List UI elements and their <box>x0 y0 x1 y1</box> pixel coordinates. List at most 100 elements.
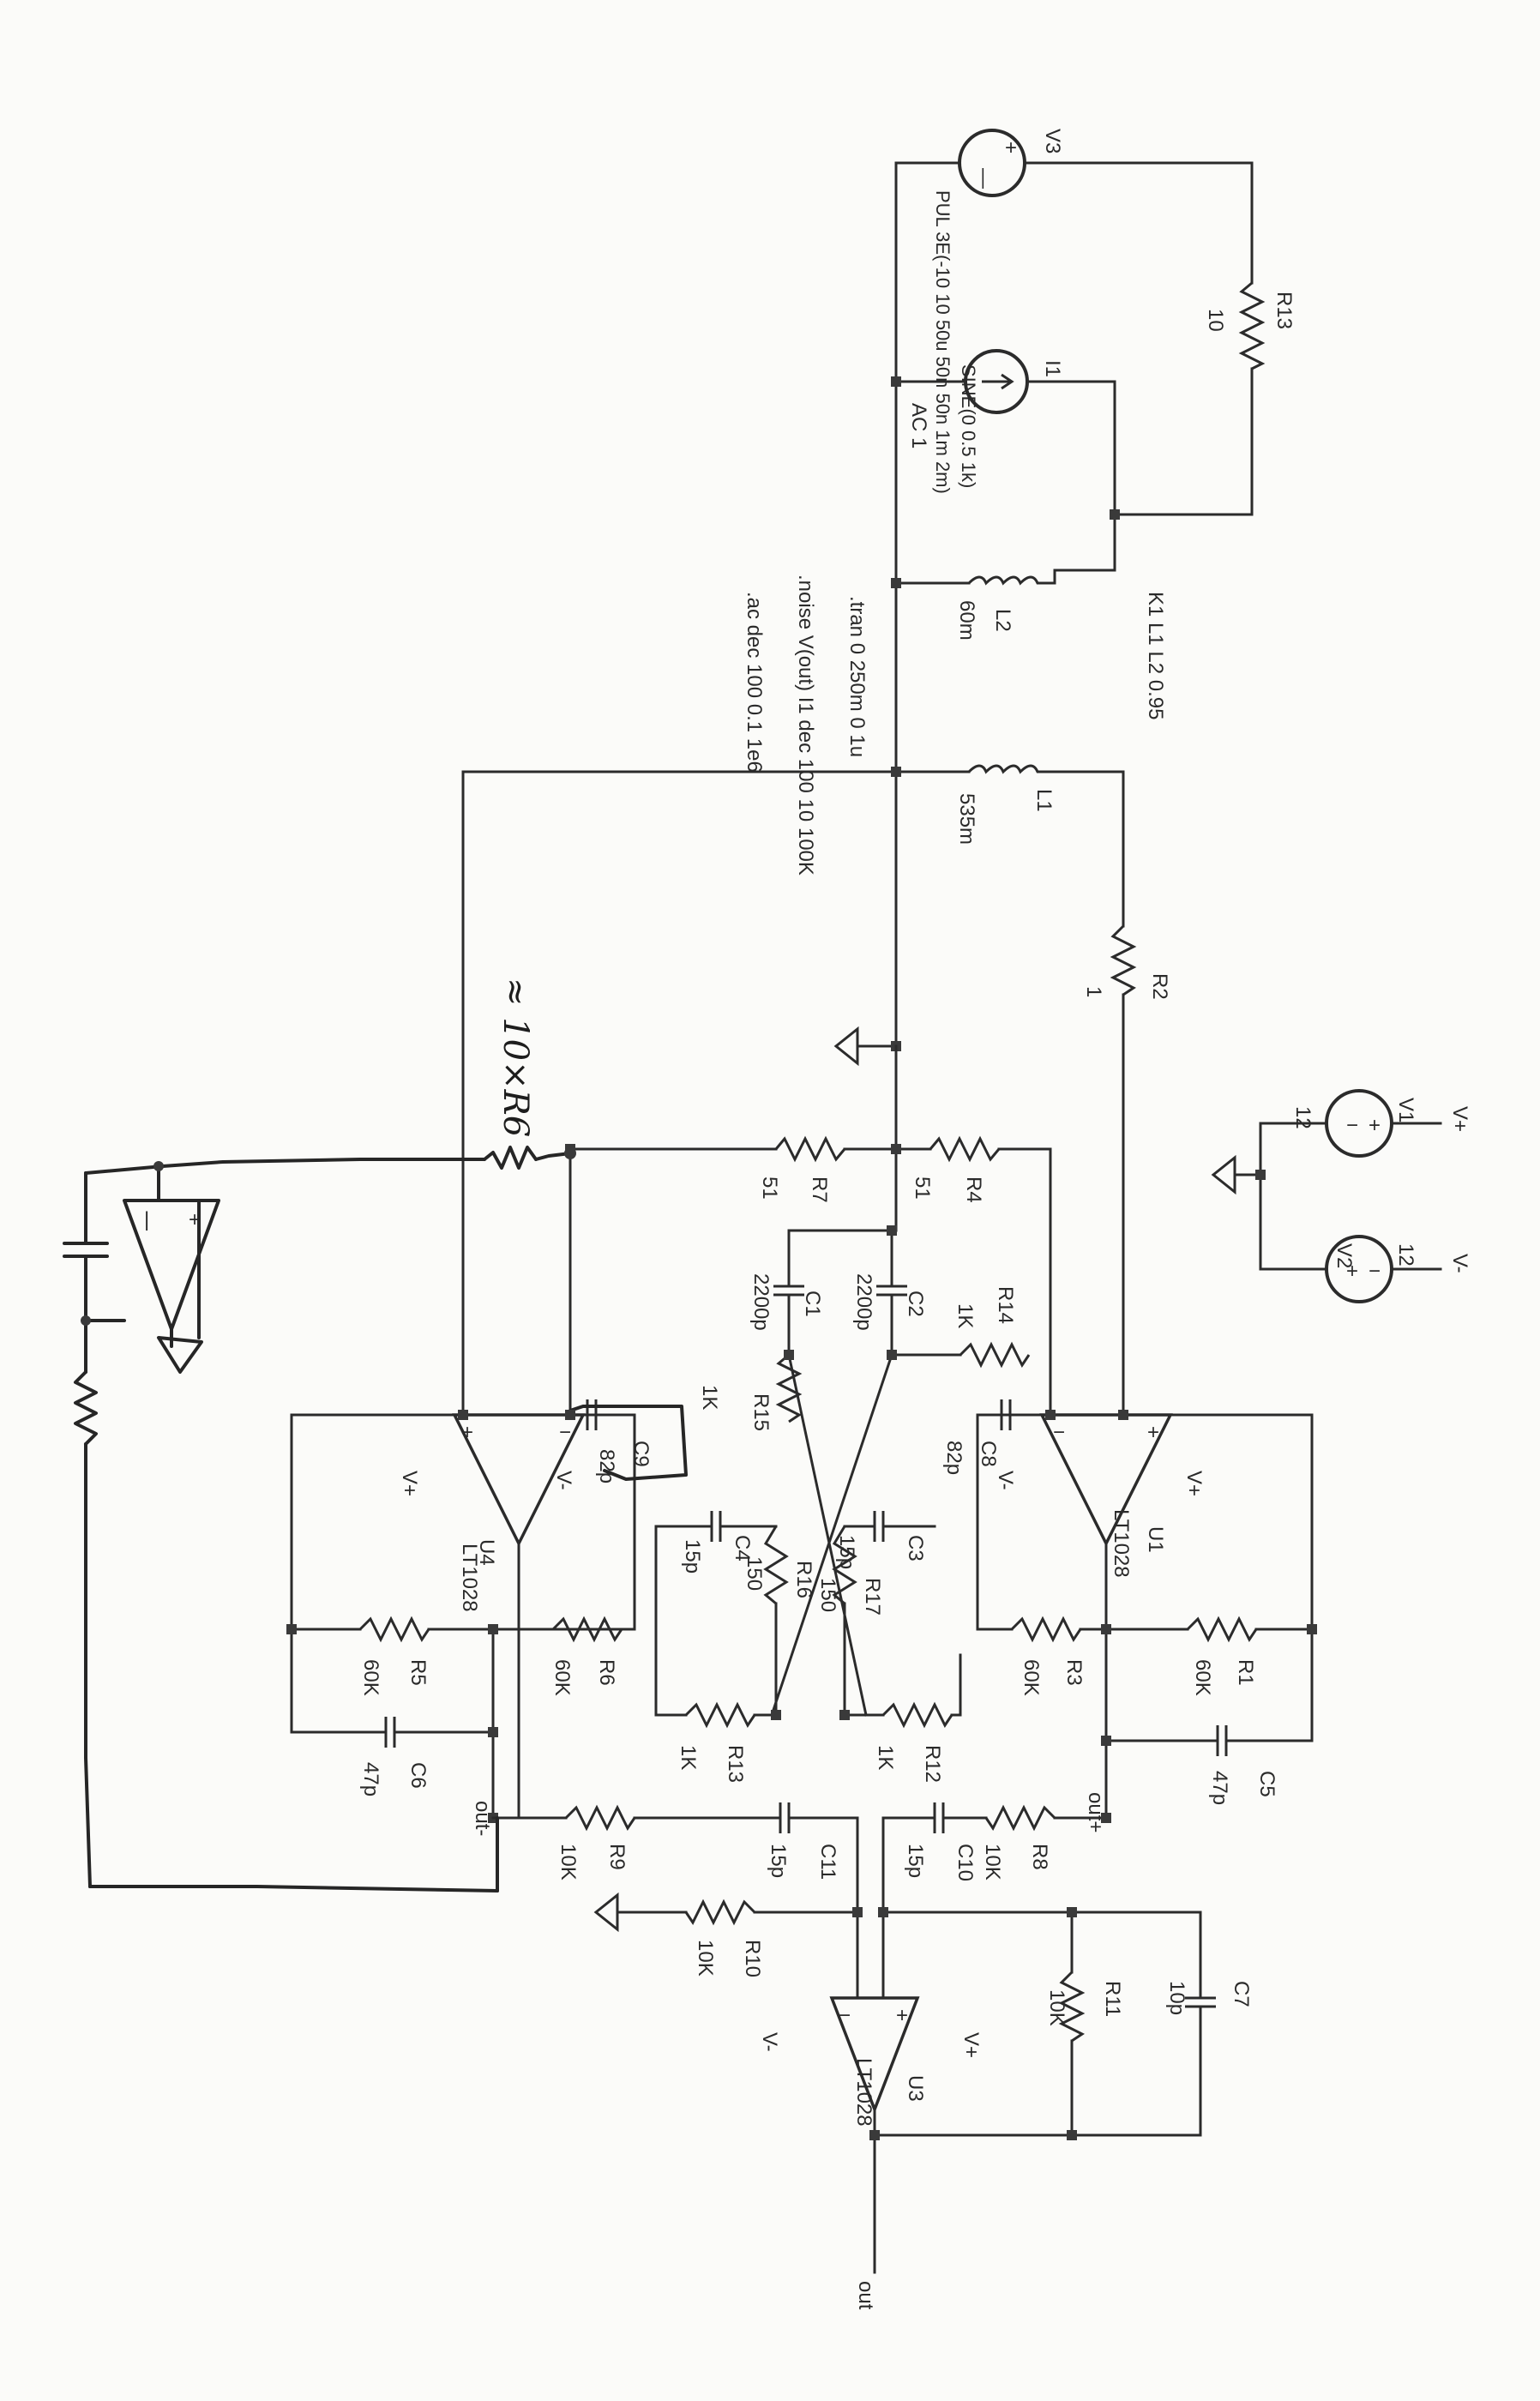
r4-name: R4 <box>962 1176 985 1203</box>
input-network <box>568 1044 1052 1717</box>
c4-name: C4 <box>731 1535 754 1562</box>
r5-name: R5 <box>406 1659 430 1686</box>
v2-value: 12 <box>1394 1243 1417 1267</box>
u1-vplus: V+ <box>1182 1471 1206 1496</box>
hand-ground-symbol <box>157 1336 203 1374</box>
svg-text:−: − <box>559 1421 571 1444</box>
opamp-u1-section: − + <box>976 1399 1314 1820</box>
power-labels: V1 12 V2 12 V+ V- <box>1291 1098 1471 1273</box>
r17-resistor-symbol <box>832 1525 857 1605</box>
r6-value: 60K <box>550 1659 574 1696</box>
svg-text:+: + <box>461 1421 473 1444</box>
u3-part: LT1028 <box>852 2058 875 2127</box>
r16-name: R16 <box>792 1561 815 1598</box>
r8-value: 10K <box>981 1844 1004 1880</box>
r17-name: R17 <box>861 1578 884 1616</box>
u3-labels: R9 10K C11 15p R8 10K C10 15p R10 10K V-… <box>556 1844 1253 2310</box>
c10-name: C10 <box>953 1844 977 1881</box>
r12-resistor-symbol <box>881 1701 953 1729</box>
svg-text:|: | <box>144 1208 149 1231</box>
r5-value: 60K <box>359 1659 382 1696</box>
c1-value: 2200p <box>749 1273 773 1331</box>
c7-value: 10p <box>1165 1981 1188 2015</box>
r13b-value: 1K <box>677 1745 700 1770</box>
r2-resistor-symbol <box>1110 924 1137 996</box>
u4-vplus: V+ <box>398 1471 421 1496</box>
v2-net-vminus: V- <box>1448 1254 1471 1273</box>
svg-text:+: + <box>1346 1260 1358 1283</box>
r9-resistor-symbol <box>564 1804 636 1832</box>
r5-resistor-symbol <box>358 1616 430 1643</box>
input-labels: R7 51 R4 51 C1 2200p C2 2200p R14 1K R15… <box>698 1176 1017 1431</box>
tran-directive: .tran 0 250m 0 1u <box>845 596 869 757</box>
r4-value: 51 <box>911 1176 934 1200</box>
r12-value: 1K <box>874 1745 897 1770</box>
c5-name: C5 <box>1255 1771 1278 1797</box>
r6-resistor-symbol <box>551 1616 623 1643</box>
out-plus-net: out+ <box>1084 1792 1107 1832</box>
center-junctions <box>771 1710 850 1720</box>
c11-value: 15p <box>767 1844 790 1878</box>
r10-resistor-symbol <box>684 1899 756 1926</box>
v1-value: 12 <box>1291 1106 1314 1129</box>
c11-name: C11 <box>816 1844 839 1880</box>
svg-text:+: + <box>896 2004 908 2027</box>
r7-value: 51 <box>758 1176 781 1200</box>
svg-text:−: − <box>1346 1114 1358 1137</box>
r15-name: R15 <box>749 1393 773 1431</box>
l2-value: 60m <box>955 600 978 641</box>
r14-value: 1K <box>953 1303 977 1328</box>
c8-name: C8 <box>977 1441 1000 1467</box>
r13-value: 10 <box>1204 309 1227 332</box>
source-section: — + <box>461 129 1266 1417</box>
l1-name: L1 <box>1032 789 1056 812</box>
r2-name: R2 <box>1148 973 1171 1000</box>
l1-value: 535m <box>955 793 978 845</box>
u1-vminus: V- <box>994 1471 1017 1490</box>
c3-name: C3 <box>904 1535 927 1562</box>
c5-value: 47p <box>1208 1771 1231 1805</box>
r11-name: R11 <box>1101 1981 1124 2017</box>
c8-value: 82p <box>942 1441 966 1475</box>
v1-net-vplus: V+ <box>1448 1106 1471 1132</box>
c9-value: 82p <box>595 1449 618 1483</box>
v3-source-symbol <box>958 129 1026 197</box>
l2-inductor-symbol <box>967 569 1080 586</box>
c2-value: 2200p <box>852 1273 875 1331</box>
c10-value: 15p <box>904 1844 927 1878</box>
hand-resistor-top <box>483 1146 538 1170</box>
svg-text:+: + <box>1005 136 1017 159</box>
svg-text:+: + <box>1147 1421 1159 1444</box>
svg-text:−: − <box>1053 1421 1065 1444</box>
u4-opamp-symbol <box>452 1413 586 1547</box>
v2-source-symbol <box>1325 1235 1393 1303</box>
r3-name: R3 <box>1062 1659 1086 1686</box>
u1-labels: V- V+ U1 LT1028 C8 82p R3 60K R1 60K C5 … <box>942 1441 1278 1832</box>
r8-resistor-symbol <box>984 1804 1056 1832</box>
out-net: out <box>854 2281 877 2310</box>
r15-resistor-symbol <box>775 1353 803 1423</box>
u4-labels: V+ V- U4 LT1028 C9 82p R5 60K R6 60K C6 … <box>359 1441 653 1836</box>
r13-resistor-symbol <box>1238 281 1266 370</box>
u3-name: U3 <box>904 2075 927 2102</box>
v1-source-symbol <box>1325 1089 1393 1158</box>
c1-name: C1 <box>801 1291 824 1317</box>
r13b-resistor-symbol <box>684 1701 756 1729</box>
c6-name: C6 <box>406 1762 430 1789</box>
r3-resistor-symbol <box>1010 1616 1082 1643</box>
r10-name: R10 <box>741 1940 764 1977</box>
ground-symbol-supply <box>1211 1154 1236 1195</box>
handwritten-labels: ≈ 10×R6 <box>496 978 535 1137</box>
v1-name: V1 <box>1394 1098 1417 1122</box>
r12-name: R12 <box>921 1745 944 1783</box>
l1-inductor-symbol <box>967 764 1055 774</box>
r13b-name: R13 <box>724 1745 747 1783</box>
r16-resistor-symbol <box>763 1525 789 1605</box>
r10-value: 10K <box>694 1940 717 1977</box>
r2-value: 1 <box>1082 986 1105 997</box>
v3-value: PUL 3E(-10 10 50u 50n 50n 1m 2m) <box>932 190 953 494</box>
r16-value: 150 <box>743 1556 766 1591</box>
handwritten-additions: | + <box>63 1146 576 1893</box>
